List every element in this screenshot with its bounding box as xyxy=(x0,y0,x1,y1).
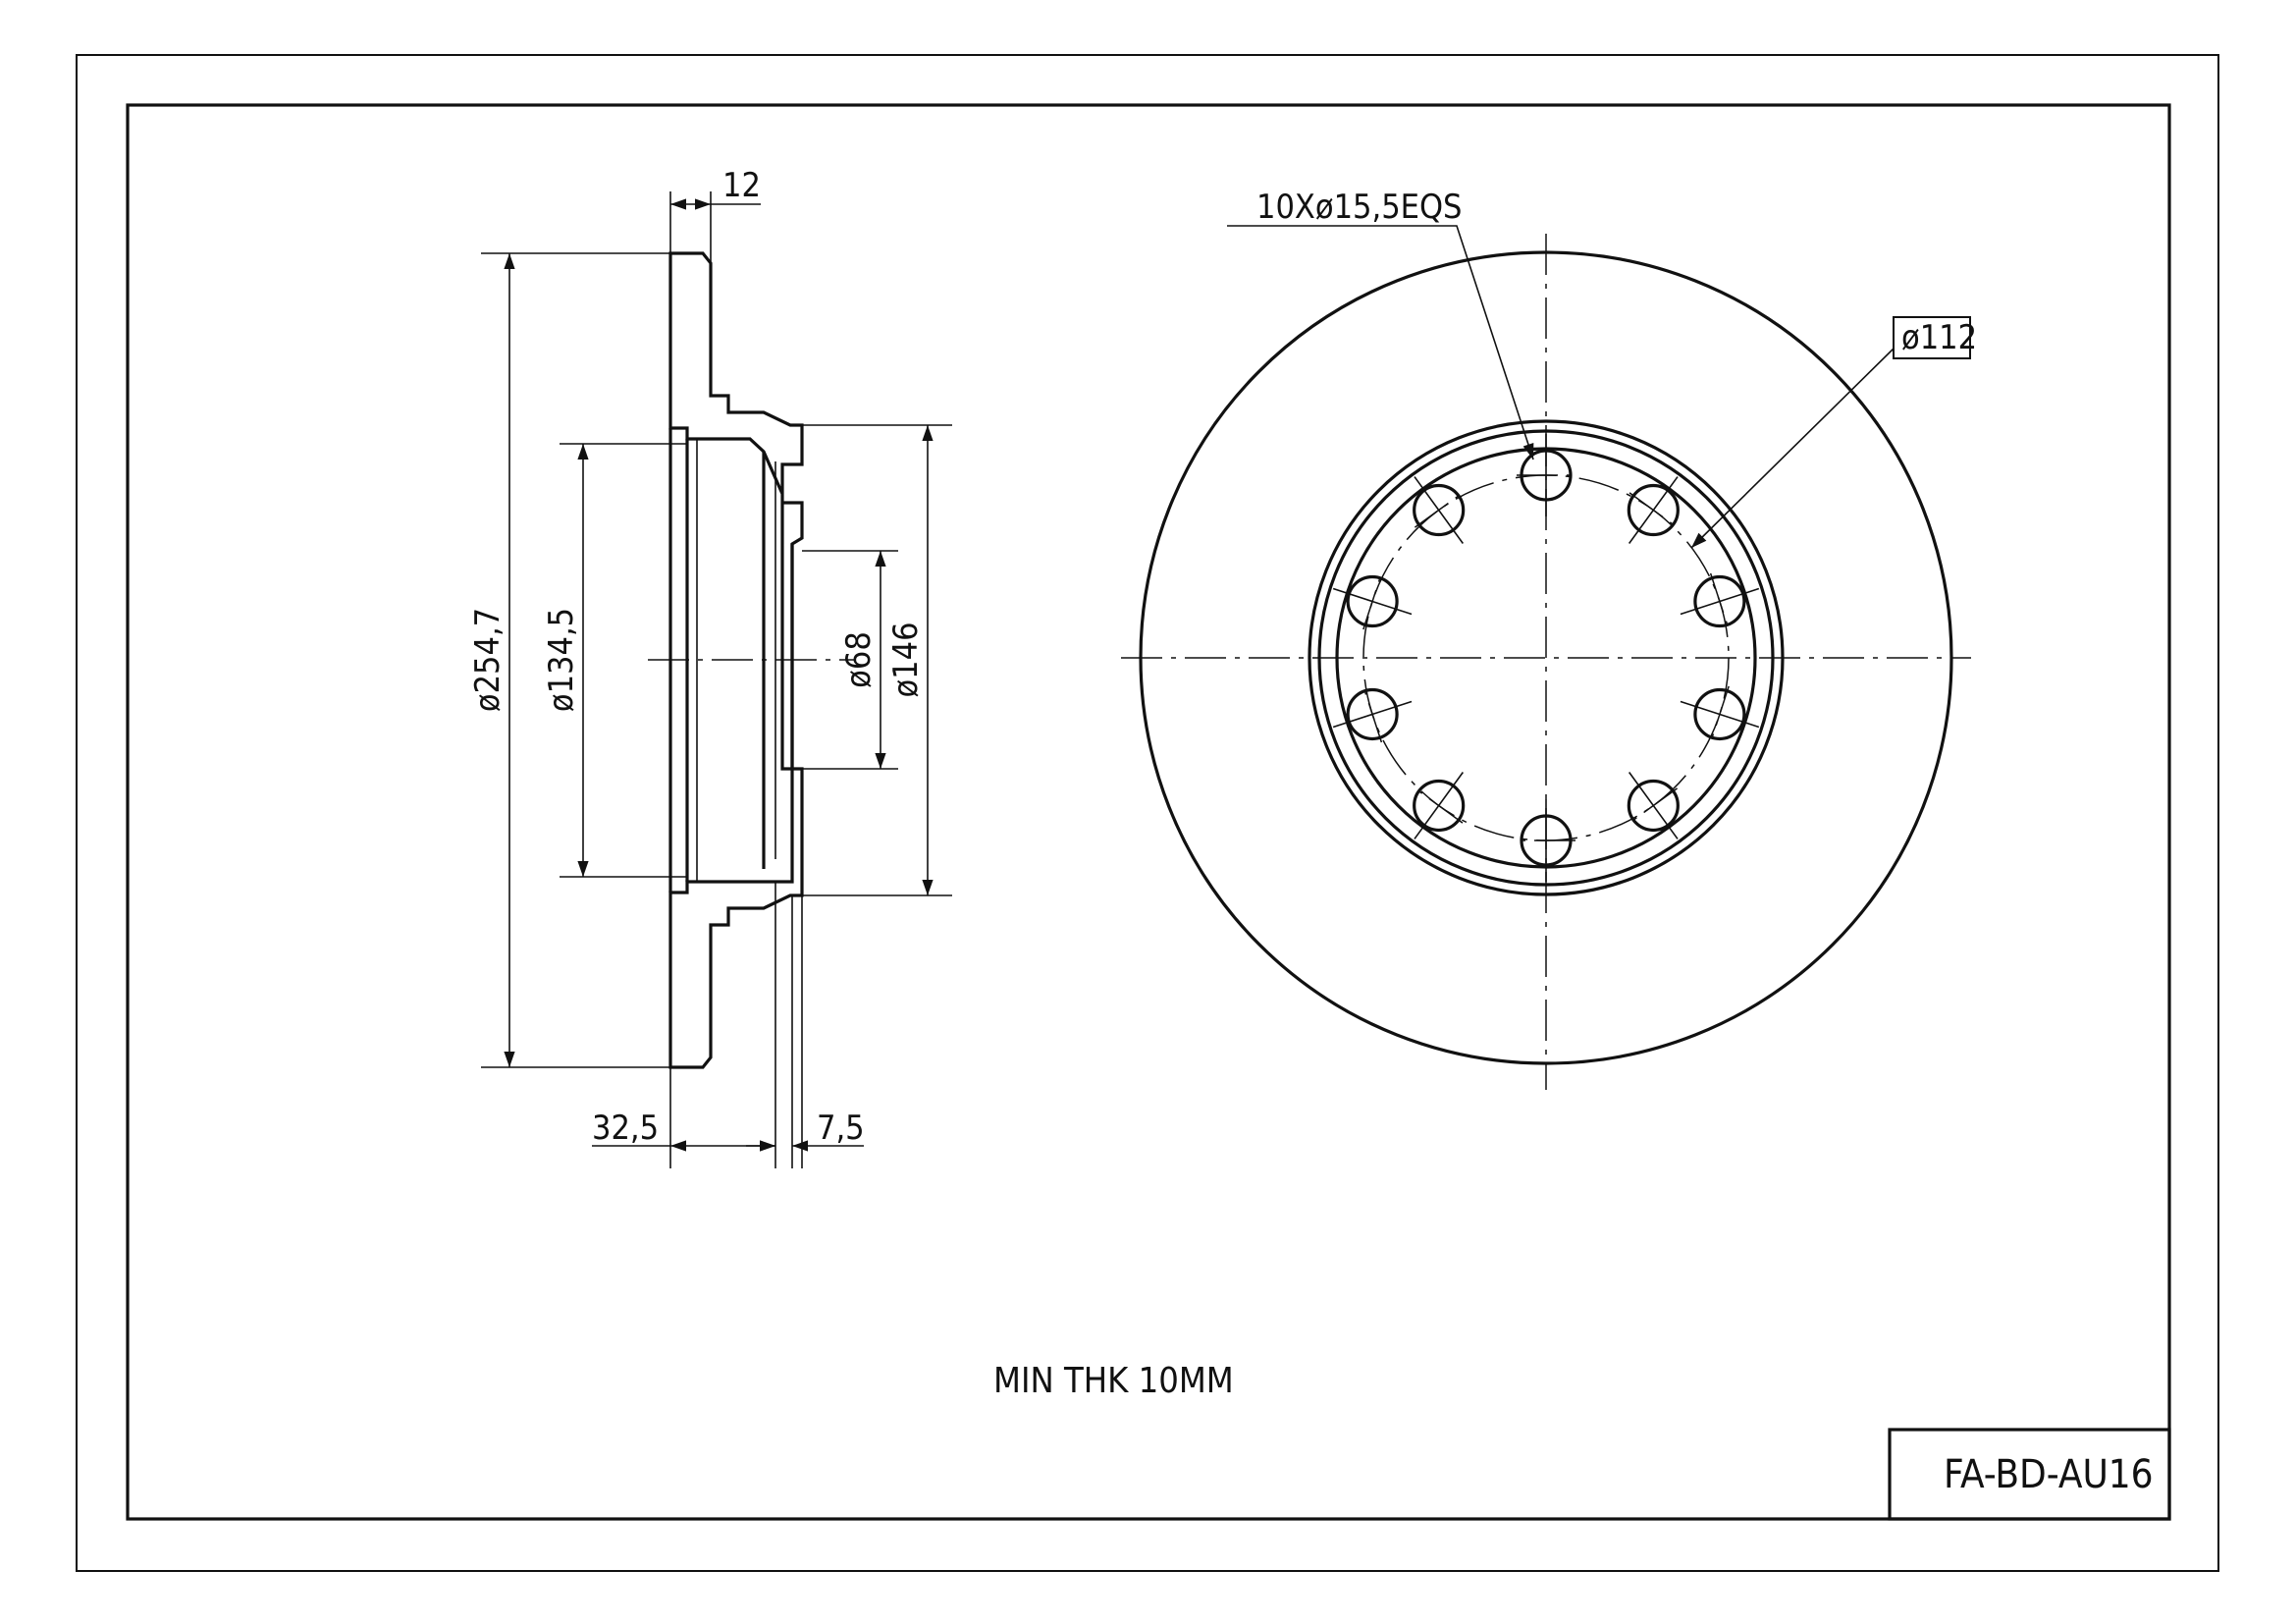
front-view: 10Xø15,5EQS ø112 xyxy=(1121,188,1977,1090)
bolt-hole xyxy=(1346,574,1399,628)
dim-height: 32,5 xyxy=(592,1109,659,1148)
min-thickness-note: MIN THK 10MM xyxy=(993,1361,1234,1401)
dim-hat-diameter: ø146 xyxy=(886,622,926,697)
bolt-hole xyxy=(1346,687,1399,741)
section-upper xyxy=(668,251,804,771)
bolt-hole xyxy=(1627,483,1680,537)
dim-inner-hat-diameter: ø134,5 xyxy=(542,608,581,712)
bolt-circle-label-box xyxy=(1893,316,1971,359)
bolt-hole-tangent-mark xyxy=(1709,572,1730,630)
section-view: 12 ø254,7 ø134,5 ø68 ø146 32,5 7,5 xyxy=(468,166,952,1168)
inner-frame xyxy=(126,103,2171,1521)
outer-frame xyxy=(76,54,2219,1572)
bolt-hole-tangent-mark xyxy=(1414,787,1464,824)
bolt-hole xyxy=(1627,779,1680,833)
title-block xyxy=(1888,1428,2171,1521)
bolt-hole-tangent-mark xyxy=(1629,787,1679,824)
bolt-hole xyxy=(1693,574,1746,628)
bolt-hole-tangent-mark xyxy=(1629,492,1679,528)
dim-hat-thickness: 7,5 xyxy=(817,1109,865,1148)
bolt-hole-tangent-mark xyxy=(1414,492,1464,528)
dim-outer-diameter: ø254,7 xyxy=(468,608,507,712)
bolt-hole xyxy=(1413,779,1466,833)
dim-bolt-circle: ø112 xyxy=(1901,318,1977,357)
bolt-hole-tangent-mark xyxy=(1362,685,1383,743)
section-lower xyxy=(668,767,804,1069)
bolt-hole xyxy=(1693,687,1746,741)
dim-thickness: 12 xyxy=(722,166,761,205)
bolt-holes xyxy=(1332,434,1760,882)
dim-center-bore: ø68 xyxy=(839,631,879,688)
bolt-hole xyxy=(1413,483,1466,537)
bolt-hole-tangent-mark xyxy=(1362,572,1383,630)
bolt-hole-tangent-mark xyxy=(1709,685,1730,743)
part-number: FA-BD-AU16 xyxy=(1944,1452,2154,1497)
dim-holes: 10Xø15,5EQS xyxy=(1256,188,1462,227)
